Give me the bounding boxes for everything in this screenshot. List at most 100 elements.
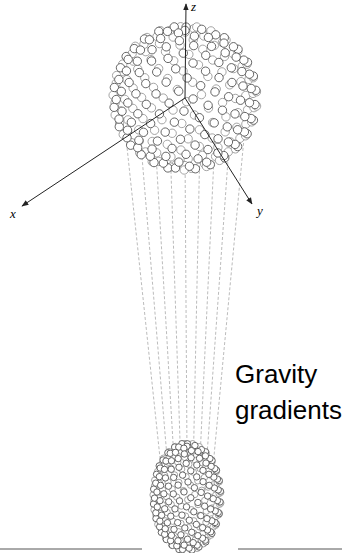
- particle: [239, 82, 247, 90]
- particle: [191, 141, 199, 149]
- particle: [135, 137, 143, 145]
- particle: [189, 59, 197, 67]
- particle: [125, 78, 133, 86]
- particle: [170, 491, 176, 497]
- particle: [210, 119, 218, 127]
- particle: [236, 96, 244, 104]
- particle: [228, 78, 236, 86]
- particle: [142, 100, 150, 108]
- particle: [204, 493, 210, 499]
- particle: [175, 455, 181, 461]
- particle: [211, 88, 219, 96]
- particle: [200, 467, 206, 473]
- particle: [195, 448, 201, 454]
- particle: [175, 158, 183, 166]
- particle: [174, 29, 182, 37]
- particle: [202, 158, 210, 166]
- particle: [118, 107, 126, 115]
- trajectory-line: [155, 142, 174, 464]
- particle: [178, 532, 184, 538]
- particle: [182, 150, 190, 158]
- particle: [185, 479, 191, 485]
- particle: [198, 512, 204, 518]
- particle: [194, 462, 200, 468]
- particle: [183, 74, 191, 82]
- particle: [115, 75, 123, 83]
- particle: [168, 144, 176, 152]
- particle: [162, 475, 168, 481]
- particle: [135, 68, 143, 76]
- particle: [145, 36, 153, 44]
- particle: [156, 473, 162, 479]
- particle: [200, 479, 206, 485]
- particle: [148, 46, 156, 54]
- particle: [214, 135, 222, 143]
- particle: [127, 118, 135, 126]
- particle: [176, 135, 184, 143]
- particle: [123, 126, 131, 134]
- particle: [168, 466, 174, 472]
- x-axis: [22, 98, 185, 206]
- particle: [227, 64, 235, 72]
- particle: [233, 126, 241, 134]
- particle: [136, 46, 144, 54]
- particle: [207, 506, 213, 512]
- particle: [190, 32, 198, 40]
- trajectory-line: [193, 146, 200, 460]
- particle: [157, 497, 163, 503]
- axis-label: y: [257, 204, 263, 218]
- particle: [194, 474, 200, 480]
- trajectory-line: [200, 142, 215, 464]
- particle: [193, 521, 199, 527]
- particle: [112, 95, 120, 103]
- particle: [181, 489, 187, 495]
- particle: [204, 515, 210, 521]
- particle: [162, 152, 170, 160]
- particle: [179, 512, 185, 518]
- particle: [181, 451, 187, 457]
- particle: [162, 526, 168, 532]
- particle: [189, 529, 195, 535]
- particle: [162, 43, 170, 51]
- particle: [196, 81, 204, 89]
- particle: [164, 54, 172, 62]
- particle: [158, 512, 164, 518]
- particle: [115, 123, 123, 131]
- particle: [168, 513, 174, 519]
- particle: [174, 519, 180, 525]
- particle: [221, 49, 229, 57]
- particle: [191, 485, 197, 491]
- particle: [215, 73, 223, 81]
- particle: [240, 56, 248, 64]
- caption-text: Gravity gradients: [235, 356, 360, 428]
- particle: [189, 41, 197, 49]
- particle: [231, 110, 239, 118]
- particle: [170, 118, 178, 126]
- particle: [122, 67, 130, 75]
- particle: [161, 466, 167, 472]
- trajectory-line: [126, 133, 162, 472]
- particle: [223, 123, 231, 131]
- particle: [152, 90, 160, 98]
- particle: [198, 25, 206, 33]
- particle: [176, 464, 182, 470]
- particle: [132, 90, 140, 98]
- particle: [162, 526, 168, 532]
- particle: [186, 125, 194, 133]
- particle: [115, 115, 123, 123]
- particle: [174, 87, 182, 95]
- particle: [206, 471, 212, 477]
- particle: [154, 489, 160, 495]
- particle: [168, 532, 174, 538]
- particle: [215, 58, 223, 66]
- particle: [203, 460, 209, 466]
- particle: [199, 524, 205, 530]
- y-axis: [185, 98, 252, 204]
- particle: [241, 112, 249, 120]
- particle: [139, 128, 147, 136]
- particle: [171, 526, 177, 532]
- particle: [183, 460, 189, 466]
- particle: [245, 99, 253, 107]
- particle: [110, 103, 118, 111]
